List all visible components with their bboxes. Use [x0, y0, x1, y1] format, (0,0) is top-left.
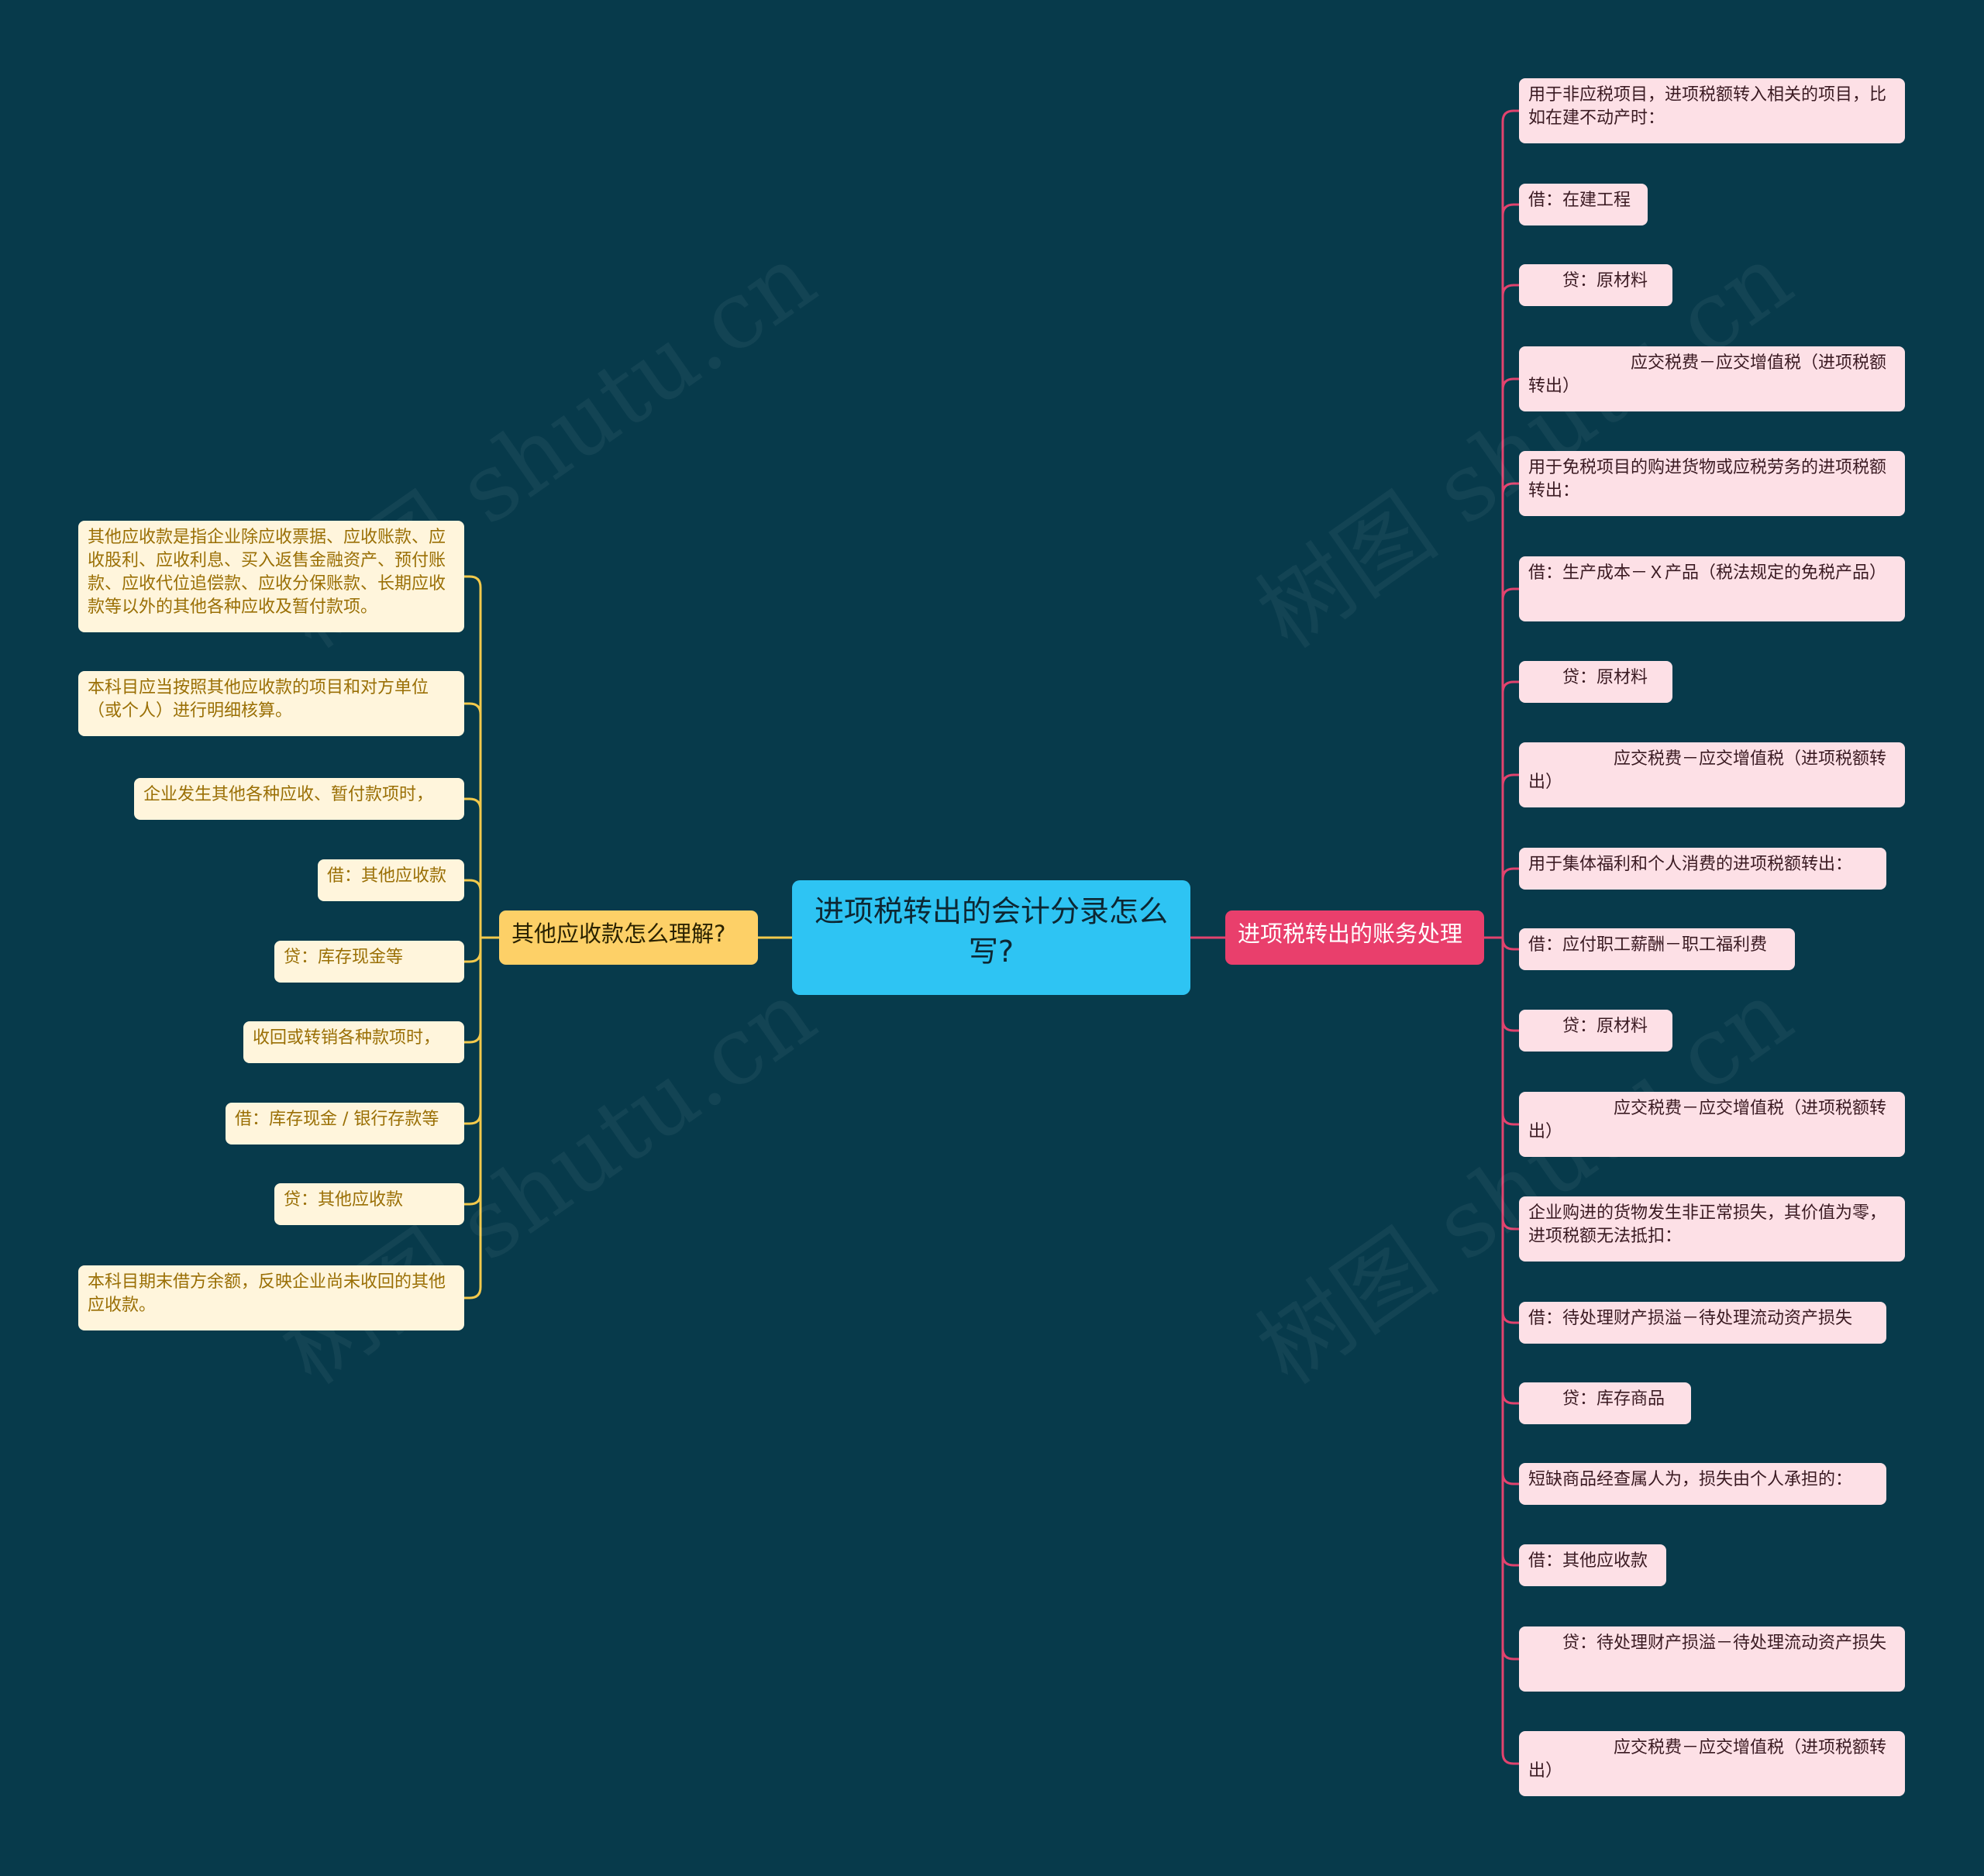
right-leaf-item[interactable]: 应交税费－应交增值税（进项税额转出） [1519, 346, 1905, 411]
right-leaf-link [1501, 587, 1519, 938]
right-leaf-link [1501, 867, 1519, 938]
right-leaf-item[interactable]: 借：应付职工薪酬－职工福利费 [1519, 928, 1795, 970]
right-leaf-item[interactable]: 借：待处理财产损溢－待处理流动资产损失 [1519, 1302, 1886, 1344]
left-leaf-item[interactable]: 收回或转销各种款项时， [243, 1021, 464, 1063]
right-leaf-link [1501, 482, 1519, 938]
branch-input-tax-transfer[interactable]: 进项税转出的账务处理 [1225, 910, 1484, 965]
right-leaf-link [1501, 938, 1519, 1324]
left-leaf-item[interactable]: 企业发生其他各种应收、暂付款项时， [134, 778, 464, 820]
right-leaf-link [1501, 680, 1519, 938]
right-leaf-link [1501, 203, 1519, 938]
left-leaf-item[interactable]: 贷：其他应收款 [274, 1183, 464, 1225]
right-leaf-item[interactable]: 贷：原材料 [1519, 264, 1672, 306]
right-leaf-link [1501, 284, 1519, 938]
right-leaf-item[interactable]: 贷：库存商品 [1519, 1382, 1691, 1424]
right-leaf-link [1501, 938, 1519, 1405]
left-leaf-link [464, 797, 482, 938]
right-leaf-item[interactable]: 用于非应税项目，进项税额转入相关的项目，比如在建不动产时： [1519, 78, 1905, 143]
right-leaf-item[interactable]: 应交税费－应交增值税（进项税额转出） [1519, 1092, 1905, 1157]
right-leaf-link [1501, 109, 1519, 938]
left-leaf-link [464, 702, 482, 938]
right-leaf-link [1501, 773, 1519, 938]
right-leaf-item[interactable]: 借：生产成本－Ｘ产品（税法规定的免税产品） [1519, 556, 1905, 621]
right-leaf-item[interactable]: 贷：待处理财产损溢－待处理流动资产损失 [1519, 1626, 1905, 1692]
right-leaf-link [1501, 938, 1519, 1765]
left-leaf-link [464, 938, 482, 1206]
left-leaf-link [464, 575, 482, 938]
right-leaf-item[interactable]: 企业购进的货物发生非正常损失，其价值为零，进项税额无法抵扣： [1519, 1196, 1905, 1262]
right-leaf-item[interactable]: 短缺商品经查属人为，损失由个人承担的： [1519, 1463, 1886, 1505]
right-leaf-item[interactable]: 借：其他应收款 [1519, 1544, 1666, 1586]
right-leaf-link [1501, 938, 1519, 1661]
root-topic[interactable]: 进项税转出的会计分录怎么写? [792, 880, 1190, 995]
right-leaf-link [1501, 938, 1519, 1231]
left-leaf-link [464, 938, 482, 1299]
left-leaf-link [464, 938, 482, 963]
right-leaf-item[interactable]: 借：在建工程 [1519, 184, 1648, 225]
right-leaf-item[interactable]: 用于免税项目的购进货物或应税劳务的进项税额转出： [1519, 451, 1905, 516]
left-leaf-item[interactable]: 借：库存现金 / 银行存款等 [226, 1103, 464, 1145]
right-leaf-item[interactable]: 贷：原材料 [1519, 1010, 1672, 1052]
right-leaf-item[interactable]: 应交税费－应交增值税（进项税额转出） [1519, 1731, 1905, 1796]
left-leaf-item[interactable]: 借：其他应收款 [318, 859, 464, 901]
right-leaf-item[interactable]: 用于集体福利和个人消费的进项税额转出： [1519, 848, 1886, 890]
right-leaf-link [1501, 377, 1519, 938]
left-leaf-item[interactable]: 其他应收款是指企业除应收票据、应收账款、应收股利、应收利息、买入返售金融资产、预… [78, 521, 464, 632]
left-leaf-item[interactable]: 本科目期末借方余额，反映企业尚未收回的其他应收款。 [78, 1265, 464, 1330]
right-leaf-item[interactable]: 贷：原材料 [1519, 661, 1672, 703]
right-leaf-link [1501, 938, 1519, 1032]
left-leaf-item[interactable]: 本科目应当按照其他应收款的项目和对方单位（或个人）进行明细核算。 [78, 671, 464, 736]
right-leaf-link [1501, 938, 1519, 951]
left-leaf-link [464, 938, 482, 1044]
left-leaf-link [464, 938, 482, 1125]
left-leaf-item[interactable]: 贷：库存现金等 [274, 941, 464, 983]
right-leaf-item[interactable]: 应交税费－应交增值税（进项税额转出） [1519, 742, 1905, 807]
branch-other-receivables[interactable]: 其他应收款怎么理解? [499, 910, 758, 965]
left-leaf-link [464, 879, 482, 938]
